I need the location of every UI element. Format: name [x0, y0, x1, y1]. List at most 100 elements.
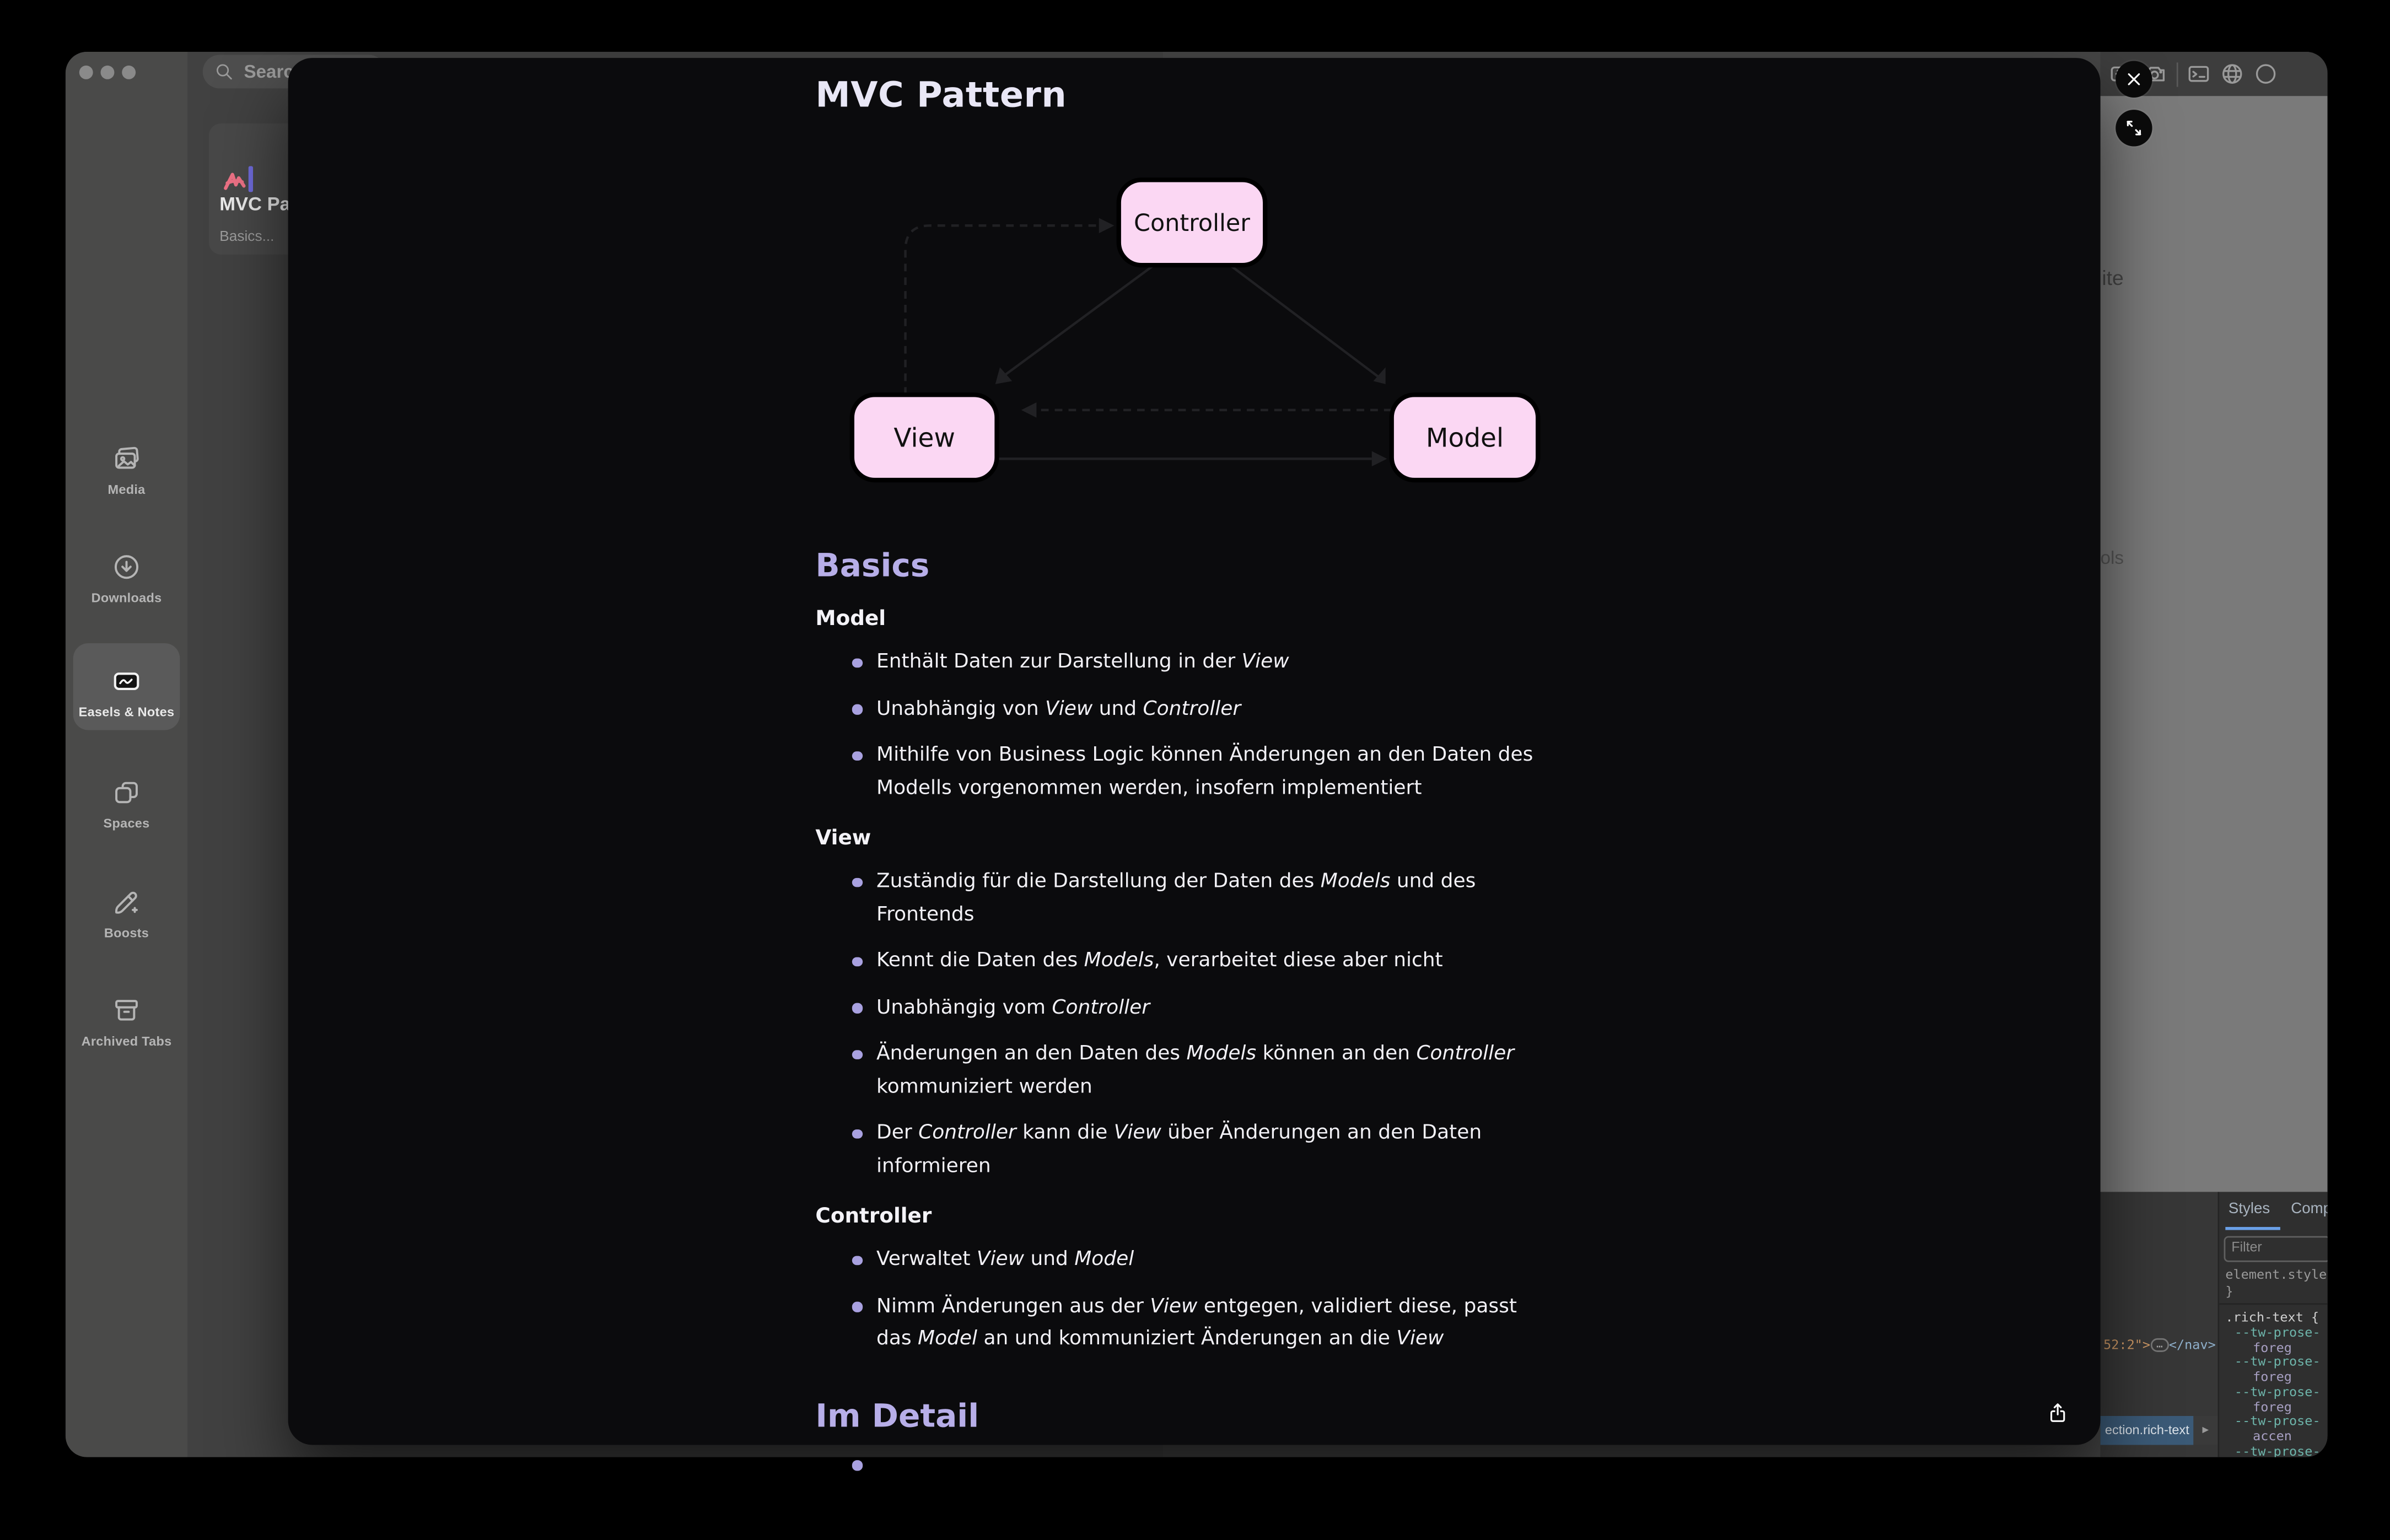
note-heading: Im Detail	[815, 1397, 979, 1434]
text-caret	[248, 166, 252, 192]
arrowhead	[1373, 367, 1386, 384]
tab-computed[interactable]: Comp	[2291, 1201, 2327, 1218]
easel-title: MVC Pattern	[815, 76, 1067, 116]
note-heading: Basics	[815, 547, 930, 584]
devtools-elements-pane: 52:2">…</nav> ection.rich-text ▶	[2100, 1192, 2218, 1457]
italic-term: Model	[1074, 1248, 1134, 1272]
note-subheading: Controller	[815, 1204, 932, 1229]
archive-icon	[111, 995, 142, 1026]
text-run: über Änderungen an den Daten informieren	[876, 1122, 1482, 1178]
arrowhead	[1371, 451, 1387, 467]
italic-term: View	[1113, 1122, 1161, 1145]
devtools-dom-line[interactable]: 52:2">…</nav>	[2103, 1338, 2216, 1354]
note-bullet: Unabhängig von View und Controller	[852, 693, 1556, 725]
text-run: , verarbeitet diese aber nicht	[1154, 949, 1443, 973]
search-placeholder: Searc	[244, 61, 294, 83]
diagram-node-label: Controller	[1134, 209, 1250, 237]
text-run: Enthält Daten zur Darstellung in der	[876, 650, 1242, 674]
css-declaration-fragment: --tw-prose-	[2234, 1444, 2321, 1457]
styles-filter-input[interactable]: Filter	[2224, 1236, 2328, 1262]
note-bullet	[852, 1449, 1556, 1480]
css-declaration-fragment: --tw-prose-	[2234, 1414, 2321, 1430]
devtools-breadcrumb-bar: ection.rich-text ▶	[2100, 1415, 2218, 1445]
active-tab-underline	[2225, 1227, 2280, 1230]
sidebar-item-media[interactable]: Media	[66, 444, 187, 497]
note-bullet-list: Zuständig für die Darstellung der Daten …	[815, 866, 1556, 1183]
text-run: Der	[876, 1122, 919, 1145]
tab-styles[interactable]: Styles	[2228, 1201, 2270, 1218]
italic-term: Models	[1186, 1042, 1257, 1065]
window-control-dot[interactable]	[100, 65, 115, 79]
breadcrumb-expander[interactable]: ▶	[2193, 1415, 2218, 1445]
text-run: kann die	[1016, 1122, 1114, 1145]
window-control-dot[interactable]	[79, 65, 93, 79]
sidebar-item-label: Media	[107, 481, 146, 497]
css-declaration-fragment: --tw-prose-	[2234, 1355, 2321, 1371]
text-run: Unabhängig vom	[876, 996, 1052, 1019]
note-bullet: Mithilfe von Business Logic können Änder…	[852, 739, 1556, 805]
css-declaration-fragment: foreg	[2253, 1340, 2292, 1356]
sidebar-item-easels-notes[interactable]: Easels & Notes	[66, 666, 187, 719]
diagram-node-controller[interactable]	[1116, 177, 1268, 268]
terminal-icon[interactable]	[2186, 61, 2211, 87]
note-bullet: Zuständig für die Darstellung der Daten …	[852, 866, 1556, 931]
collapsed-node-pill[interactable]: …	[2150, 1338, 2169, 1352]
breadcrumb-selected[interactable]: ection.rich-text	[2100, 1415, 2197, 1445]
diagram-node-view[interactable]	[849, 392, 999, 483]
close-button[interactable]	[2116, 61, 2152, 98]
expand-button[interactable]	[2116, 110, 2152, 147]
media-icon	[111, 444, 142, 474]
diagram-node-model[interactable]	[1389, 392, 1541, 483]
note-bullet: Kennt die Daten des Models, verarbeitet …	[852, 945, 1556, 977]
note-bullet: Verwaltet View und Model	[852, 1243, 1556, 1276]
search-icon	[213, 61, 235, 83]
note-bullet: Änderungen an den Daten des Models könne…	[852, 1038, 1556, 1103]
text-run: Kennt die Daten des	[876, 949, 1084, 973]
circle-icon[interactable]	[2253, 61, 2279, 87]
attribute-fragment: 52:2">	[2103, 1338, 2151, 1354]
text-run: Zuständig für die Darstellung der Daten …	[876, 870, 1321, 893]
note-bullet: Der Controller kann die View über Änderu…	[852, 1117, 1556, 1183]
arrowhead	[1099, 218, 1115, 234]
easel-card-subtitle: Basics...	[219, 228, 274, 246]
sidebar-item-boosts[interactable]: Boosts	[66, 887, 187, 940]
note-subheading: View	[815, 826, 871, 851]
italic-term: Controller	[918, 1122, 1016, 1145]
italic-term: View	[1150, 1295, 1198, 1318]
note-subheading: Model	[815, 606, 886, 631]
devtools-styles-pane: Styles Comp Filter element.style } .rich…	[2217, 1192, 2328, 1457]
text-run: und	[1024, 1248, 1075, 1272]
arrowhead	[995, 367, 1013, 384]
sidebar-item-spaces[interactable]: Spaces	[66, 777, 187, 831]
note-bullet-list: Enthält Daten zur Darstellung in der Vie…	[815, 646, 1556, 805]
italic-term: Controller	[1416, 1042, 1515, 1065]
sidebar-item-label: Spaces	[103, 815, 150, 831]
element-style-label: element.style	[2225, 1268, 2327, 1284]
share-button[interactable]	[2046, 1401, 2070, 1428]
text-run: entgegen, validiert diese, passt das	[876, 1295, 1517, 1351]
italic-term: View	[1396, 1327, 1444, 1351]
css-rule-selector: .rich-text {	[2225, 1311, 2319, 1326]
sidebar-item-archived-tabs[interactable]: Archived Tabs	[66, 995, 187, 1049]
share-icon	[2046, 1401, 2070, 1425]
window-control-dot[interactable]	[122, 65, 136, 79]
text-run: an und kommuniziert Änderungen an die	[977, 1327, 1397, 1351]
text-run: und des Frontends	[876, 870, 1476, 926]
css-declaration-fragment: accen	[2253, 1429, 2292, 1445]
easel-scribble-icon	[221, 168, 249, 195]
css-declaration-fragment: foreg	[2253, 1370, 2292, 1386]
text-run: kommuniziert werden	[876, 1075, 1092, 1099]
css-declaration-fragment: --tw-prose-	[2234, 1385, 2321, 1401]
globe-icon[interactable]	[2219, 61, 2245, 87]
italic-term: Models	[1084, 949, 1154, 973]
text-run: Änderungen an den Daten des	[876, 1042, 1187, 1065]
diagram-node-label: View	[893, 423, 955, 454]
sidebar-item-label: Archived Tabs	[81, 1033, 172, 1049]
sidebar-item-downloads[interactable]: Downloads	[66, 552, 187, 605]
boosts-icon	[111, 887, 142, 917]
text-run: können an den	[1256, 1042, 1417, 1065]
